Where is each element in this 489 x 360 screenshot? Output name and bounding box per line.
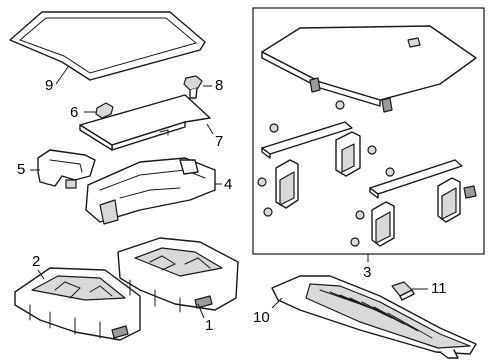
callout-5: 5 (17, 161, 25, 178)
callout-1: 1 (205, 317, 213, 334)
part-3-cargo-cover (261, 25, 477, 113)
callout-7: 7 (215, 133, 223, 150)
part-3-rails (261, 121, 463, 199)
part-6-fastener (84, 102, 114, 119)
part-11-clip (391, 281, 428, 301)
part-4-console-tray (85, 157, 222, 225)
callout-4: 4 (224, 176, 232, 193)
callout-10: 10 (253, 309, 270, 326)
part-5-bracket (30, 149, 96, 189)
callout-2: 2 (32, 253, 40, 270)
part-1-storage-bin (117, 237, 239, 319)
callout-3: 3 (363, 264, 371, 281)
part-3-brackets (275, 131, 477, 247)
callout-11: 11 (431, 280, 447, 297)
part-3-screws (257, 100, 395, 247)
callout-6: 6 (70, 104, 78, 121)
part-7-load-floor-panel (79, 94, 214, 151)
part-8-clip (183, 75, 212, 99)
callout-9: 9 (45, 77, 53, 94)
callout-8: 8 (215, 77, 223, 94)
part-10-sill-trim (271, 275, 477, 359)
part-9-cargo-mat (9, 11, 206, 85)
part-2-storage-tray (14, 267, 141, 341)
